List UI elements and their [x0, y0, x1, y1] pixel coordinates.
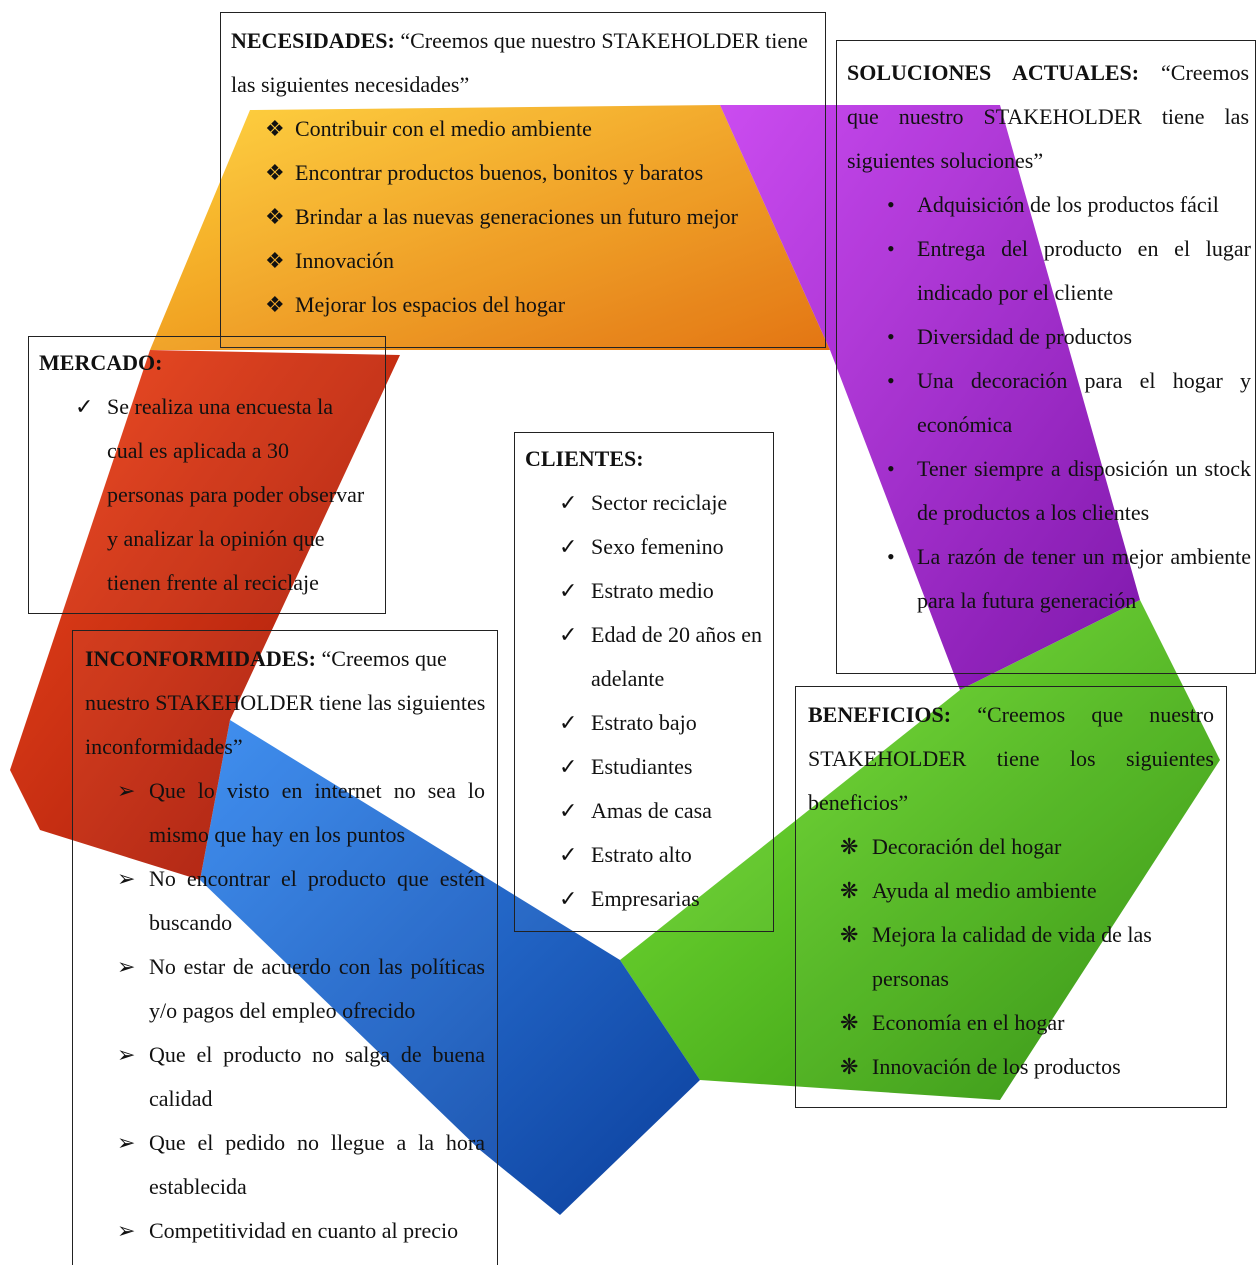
list-item: ✓Edad de 20 años en adelante	[559, 613, 767, 701]
inconformidades-intro: “Creemos que nuestro STAKEHOLDER tiene l…	[85, 646, 486, 759]
necesidades-list: ❖Contribuir con el medio ambiente ❖Encon…	[265, 107, 825, 327]
list-item: ❖Brindar a las nuevas generaciones un fu…	[265, 195, 825, 239]
check-icon: ✓	[559, 622, 578, 647]
diamond-bullet-icon: ❖	[265, 204, 285, 229]
list-item: ❖Mejorar los espacios del hogar	[265, 283, 825, 327]
soluciones-header: SOLUCIONES ACTUALES: “Creemos que nuestr…	[837, 41, 1255, 183]
dot-bullet-icon: •	[887, 456, 895, 481]
inconformidades-title: INCONFORMIDADES:	[85, 646, 316, 671]
list-item: •Entrega del producto en el lugar indica…	[883, 227, 1251, 315]
arrow-bullet-icon: ➢	[117, 954, 136, 979]
check-icon: ✓	[559, 710, 578, 735]
list-item: ✓Estrato medio	[559, 569, 767, 613]
dot-bullet-icon: •	[887, 544, 895, 569]
arrow-bullet-icon: ➢	[117, 1042, 136, 1067]
list-item: ❖Innovación	[265, 239, 825, 283]
asterisk-bullet-icon: ❋	[840, 922, 859, 947]
beneficios-box: BENEFICIOS: “Creemos que nuestro STAKEHO…	[795, 686, 1227, 1108]
inconformidades-header: INCONFORMIDADES: “Creemos que nuestro ST…	[73, 631, 497, 769]
diamond-bullet-icon: ❖	[265, 116, 285, 141]
check-icon: ✓	[559, 886, 578, 911]
soluciones-box: SOLUCIONES ACTUALES: “Creemos que nuestr…	[836, 40, 1256, 674]
red-segment	[10, 350, 400, 880]
list-item: ➢Que el pedido no llegue a la hora estab…	[117, 1121, 485, 1209]
arrow-bullet-icon: ➢	[117, 778, 136, 803]
list-item: •Diversidad de productos	[883, 315, 1251, 359]
list-item: ❋Innovación de los productos	[840, 1045, 1220, 1089]
clientes-header: CLIENTES:	[515, 433, 773, 481]
arrow-bullet-icon: ➢	[117, 1218, 136, 1243]
list-item: •Adquisición de los productos fácil	[883, 183, 1251, 227]
diamond-bullet-icon: ❖	[265, 160, 285, 185]
necesidades-title: NECESIDADES:	[231, 28, 395, 53]
dot-bullet-icon: •	[887, 236, 895, 261]
list-item: ❋Ayuda al medio ambiente	[840, 869, 1220, 913]
blue-segment	[200, 720, 700, 1215]
arrow-bullet-icon: ➢	[117, 866, 136, 891]
list-item: ✓Estrato alto	[559, 833, 767, 877]
check-icon: ✓	[75, 394, 94, 419]
list-item: ❖Contribuir con el medio ambiente	[265, 107, 825, 151]
list-item: ✓Empresarias	[559, 877, 767, 921]
soluciones-list: •Adquisición de los productos fácil •Ent…	[883, 183, 1251, 623]
dot-bullet-icon: •	[887, 368, 895, 393]
list-item: ❋Economía en el hogar	[840, 1001, 1220, 1045]
necesidades-header: NECESIDADES: “Creemos que nuestro STAKEH…	[221, 13, 825, 107]
check-icon: ✓	[559, 578, 578, 603]
list-item: ✓Estudiantes	[559, 745, 767, 789]
beneficios-header: BENEFICIOS: “Creemos que nuestro STAKEHO…	[796, 687, 1226, 825]
list-item: •La razón de tener un mejor ambiente par…	[883, 535, 1251, 623]
beneficios-intro: “Creemos que nuestro STAKEHOLDER tiene l…	[808, 702, 1215, 815]
list-item: ✓Estrato bajo	[559, 701, 767, 745]
beneficios-title: BENEFICIOS:	[808, 702, 952, 727]
mercado-title: MERCADO:	[39, 350, 163, 375]
asterisk-bullet-icon: ❋	[840, 834, 859, 859]
orange-segment	[150, 105, 830, 350]
check-icon: ✓	[559, 842, 578, 867]
list-item: •Una decoración para el hogar y económic…	[883, 359, 1251, 447]
mercado-list: ✓Se realiza una encuesta la cual es apli…	[73, 385, 371, 605]
list-item: ✓Sexo femenino	[559, 525, 767, 569]
list-item: ➢Que lo visto en internet no sea lo mism…	[117, 769, 485, 857]
list-item: ✓Amas de casa	[559, 789, 767, 833]
list-item: ❋Mejora la calidad de vida de las person…	[840, 913, 1220, 1001]
green-segment	[620, 600, 1220, 1100]
list-item: ❖Encontrar productos buenos, bonitos y b…	[265, 151, 825, 195]
dot-bullet-icon: •	[887, 324, 895, 349]
check-icon: ✓	[559, 798, 578, 823]
list-item: ➢Competitividad en cuanto al precio	[117, 1209, 485, 1253]
check-icon: ✓	[559, 490, 578, 515]
arrow-bullet-icon: ➢	[117, 1130, 136, 1155]
necesidades-intro: “Creemos que nuestro STAKEHOLDER tiene l…	[231, 28, 808, 97]
clientes-list: ✓Sector reciclaje ✓Sexo femenino ✓Estrat…	[559, 481, 767, 921]
list-item: ✓Se realiza una encuesta la cual es apli…	[73, 385, 371, 605]
beneficios-list: ❋Decoración del hogar ❋Ayuda al medio am…	[840, 825, 1220, 1089]
soluciones-intro: “Creemos que nuestro STAKEHOLDER tiene l…	[847, 60, 1249, 173]
inconformidades-box: INCONFORMIDADES: “Creemos que nuestro ST…	[72, 630, 498, 1265]
inconformidades-list: ➢Que lo visto en internet no sea lo mism…	[117, 769, 485, 1253]
list-item: ❋Decoración del hogar	[840, 825, 1220, 869]
list-item: ➢No estar de acuerdo con las políticas y…	[117, 945, 485, 1033]
asterisk-bullet-icon: ❋	[840, 1010, 859, 1035]
list-item: ➢Que el producto no salga de buena calid…	[117, 1033, 485, 1121]
clientes-box: CLIENTES: ✓Sector reciclaje ✓Sexo femeni…	[514, 432, 774, 932]
soluciones-title: SOLUCIONES ACTUALES:	[847, 60, 1140, 85]
list-item: •Tener siempre a disposición un stock de…	[883, 447, 1251, 535]
clientes-title: CLIENTES:	[525, 446, 644, 471]
diamond-bullet-icon: ❖	[265, 248, 285, 273]
list-item: ➢No encontrar el producto que estén busc…	[117, 857, 485, 945]
asterisk-bullet-icon: ❋	[840, 1054, 859, 1079]
mercado-box: MERCADO: ✓Se realiza una encuesta la cua…	[28, 336, 386, 614]
asterisk-bullet-icon: ❋	[840, 878, 859, 903]
check-icon: ✓	[559, 754, 578, 779]
diamond-bullet-icon: ❖	[265, 292, 285, 317]
check-icon: ✓	[559, 534, 578, 559]
dot-bullet-icon: •	[887, 192, 895, 217]
necesidades-box: NECESIDADES: “Creemos que nuestro STAKEH…	[220, 12, 826, 348]
mercado-header: MERCADO:	[29, 337, 385, 385]
list-item: ✓Sector reciclaje	[559, 481, 767, 525]
